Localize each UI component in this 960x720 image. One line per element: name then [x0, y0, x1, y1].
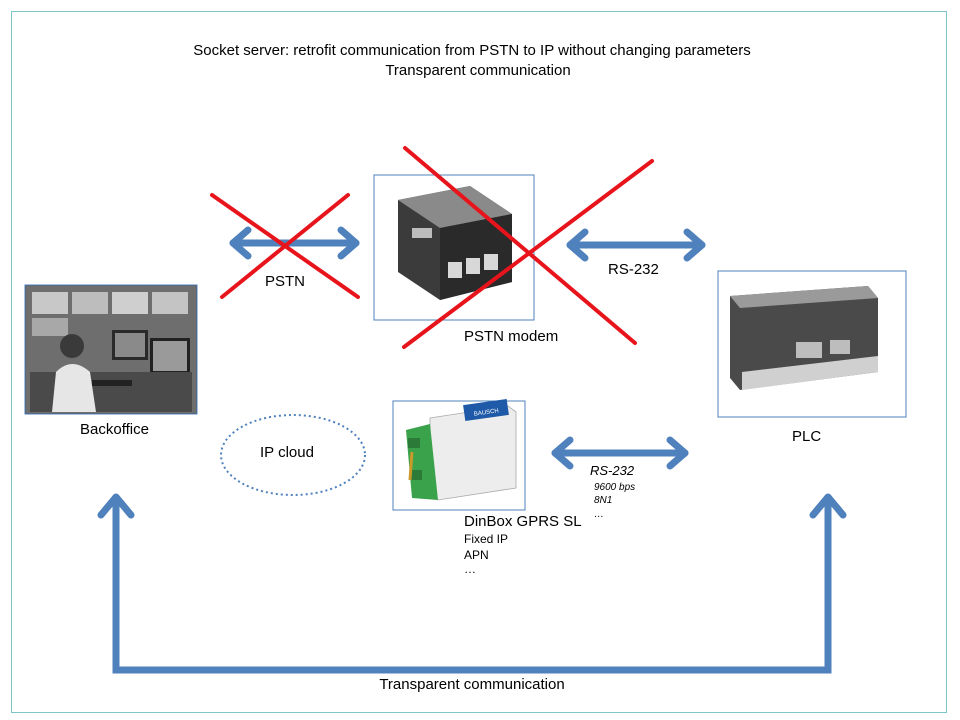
pstn-modem-image	[373, 174, 535, 321]
rs232-top-arrow	[566, 228, 706, 262]
rs232-param: 8N1	[594, 495, 613, 506]
backoffice-label: Backoffice	[80, 421, 149, 438]
diagram-frame	[11, 11, 947, 713]
pstn-arrow	[229, 226, 360, 260]
rs232-param: …	[594, 509, 604, 520]
footer-label: Transparent communication	[379, 676, 565, 693]
dinbox-param: APN	[464, 548, 489, 562]
dinbox-param: Fixed IP	[464, 532, 509, 546]
plc-label: PLC	[792, 428, 822, 445]
dinbox-brand-label: BAUSCH	[474, 408, 500, 417]
header-title: Socket server: retrofit communication fr…	[193, 42, 751, 59]
plc-image	[717, 270, 907, 418]
rs232-bottom-label: RS-232	[590, 463, 635, 478]
ip-cloud-label: IP cloud	[260, 444, 314, 461]
dinbox-param: …	[464, 562, 476, 576]
transparent-communication-arrow	[97, 493, 847, 674]
pstn-modem-label: PSTN modem	[464, 328, 559, 345]
rs232-top-label: RS-232	[608, 261, 659, 278]
backoffice-image	[24, 284, 198, 415]
dinbox-image	[392, 399, 526, 511]
ip-cloud-shape	[220, 414, 366, 496]
header-subtitle: Transparent communication	[385, 62, 571, 79]
rs232-bottom-arrow	[551, 436, 689, 470]
pstn-modem-cross-icon	[402, 146, 654, 349]
pstn-link-label: PSTN	[265, 273, 306, 290]
dinbox-label: DinBox GPRS SL	[464, 513, 582, 530]
pstn-link-cross-icon	[210, 193, 360, 299]
rs232-param: 9600 bps	[594, 482, 636, 493]
